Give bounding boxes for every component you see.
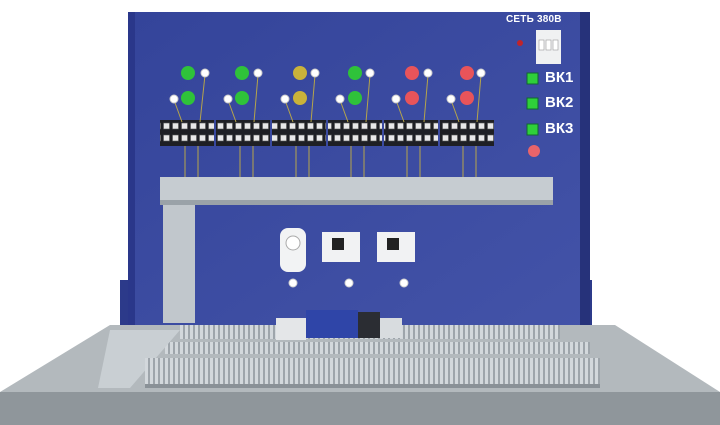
sockets-lower [288,278,409,288]
switch-vk2-label: ВК2 [545,94,574,111]
red-button[interactable] [460,66,474,80]
switch-vk1-label: ВК1 [545,69,574,86]
switch-vk1-lamp[interactable] [526,72,539,85]
socket[interactable] [169,94,179,104]
duct-shadow [160,200,553,205]
yellow-button[interactable] [293,91,307,105]
button-column-5 [391,66,433,105]
yellow-button[interactable] [293,66,307,80]
socket[interactable] [310,68,320,78]
din-block-white [276,318,306,340]
socket[interactable] [446,94,456,104]
din-block-blue [306,310,358,338]
din-block-grey [380,318,402,338]
base-duct-3 [145,358,600,386]
blue-panel [128,12,590,330]
green-button[interactable] [181,91,195,105]
button-column-3 [280,66,320,105]
socket[interactable] [365,68,375,78]
panel-frame-right [580,12,590,342]
duct-edge [145,384,600,388]
circuit-breaker[interactable] [536,30,561,64]
red-button[interactable] [405,66,419,80]
base-duct-left [98,330,180,388]
power-led [517,40,523,46]
button-column-2 [223,66,263,105]
socket[interactable] [223,94,233,104]
switch-vk2-lamp[interactable] [526,97,539,110]
red-button[interactable] [460,91,474,105]
button-column-1 [169,66,210,105]
vertical-duct [163,205,195,323]
thermostat-dial[interactable] [285,235,301,251]
socket[interactable] [391,94,401,104]
green-button[interactable] [235,91,249,105]
green-button[interactable] [348,66,362,80]
switch-vk3-label: ВК3 [545,120,574,137]
button-column-4 [335,66,375,105]
green-button[interactable] [235,66,249,80]
socket[interactable] [253,68,263,78]
socket[interactable] [280,94,290,104]
switch-vk3-lamp[interactable] [526,123,539,136]
panel-frame-left [128,12,135,342]
socket[interactable] [335,94,345,104]
green-button[interactable] [348,91,362,105]
red-button[interactable] [405,91,419,105]
socket[interactable] [200,68,210,78]
stop-button[interactable] [528,145,540,157]
terminal-blocks [160,120,494,146]
din-block-dark [358,312,380,338]
button-column-6 [446,66,486,105]
pressure-relay-1 [322,232,360,262]
green-button[interactable] [181,66,195,80]
socket[interactable] [423,68,433,78]
supply-label: СЕТЬ 380В [506,14,562,25]
pressure-relay-2 [377,232,415,262]
base-front [0,392,720,425]
base-duct-2 [165,342,590,354]
wires [173,74,482,177]
socket[interactable] [476,68,486,78]
